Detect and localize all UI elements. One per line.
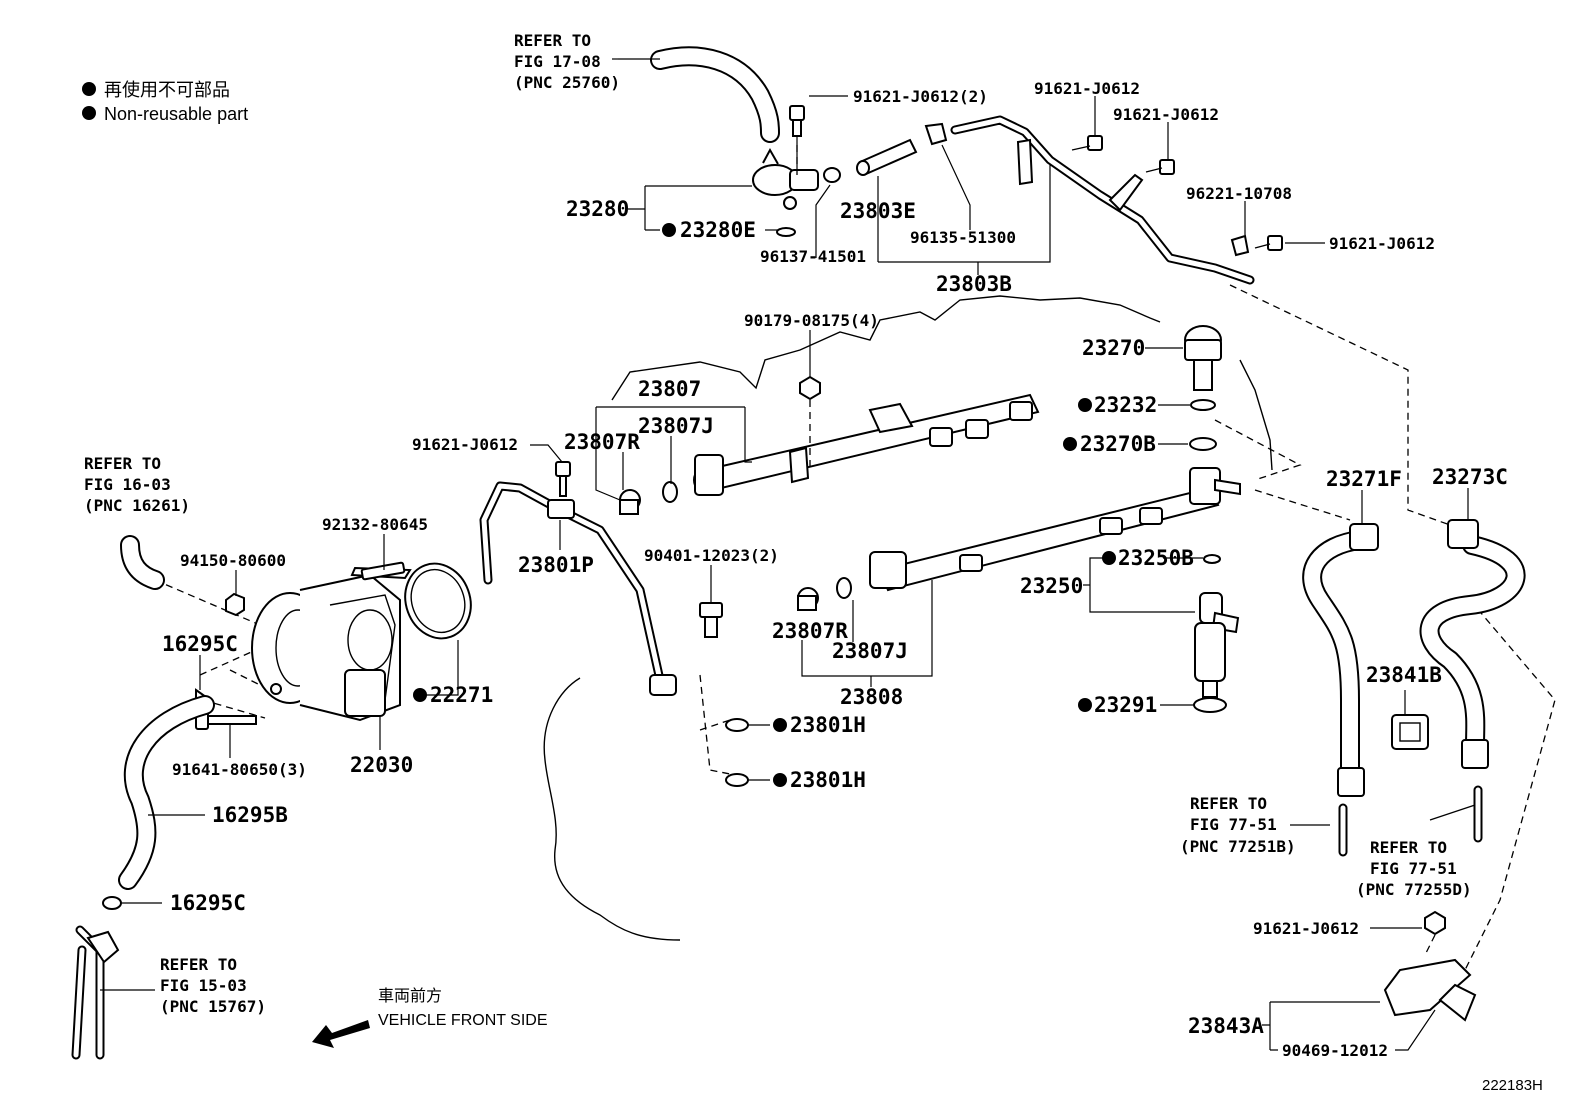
label-23808: 23808 — [840, 685, 903, 709]
engine-outline — [543, 295, 1273, 941]
ref-fig1603: REFER TO FIG 16-03 (PNC 16261) — [84, 454, 190, 515]
label-23271F: 23271F — [1326, 467, 1402, 491]
bolt-90401 — [699, 602, 723, 638]
label-91621-d: 91621-J0612 — [412, 435, 518, 454]
legend-jp: 再使用不可部品 — [104, 80, 230, 100]
label-23273C: 23273C — [1432, 465, 1508, 489]
legend: 再使用不可部品 Non-reusable part — [82, 80, 248, 124]
label-23801P: 23801P — [518, 553, 594, 577]
ref-fig7751d: REFER TO FIG 77-51 (PNC 77255D) — [1356, 838, 1472, 899]
label-23270B: 23270B — [1080, 432, 1156, 456]
label-23280E: 23280E — [680, 218, 756, 242]
label-90401: 90401-12023(2) — [644, 546, 779, 565]
label-16295C-top: 16295C — [162, 632, 238, 656]
front-side-jp: 車両前方 — [378, 987, 442, 1005]
hose-16295B — [118, 535, 215, 890]
front-side-note: 車両前方 VEHICLE FRONT SIDE — [378, 987, 548, 1029]
label-23841B: 23841B — [1366, 663, 1442, 687]
label-23250B: 23250B — [1118, 546, 1194, 570]
label-91621-a: 91621-J0612 — [1034, 79, 1140, 98]
label-23803B: 23803B — [936, 272, 1012, 296]
bolts-top-right — [1071, 135, 1283, 251]
label-23807R-bot: 23807R — [772, 619, 848, 643]
label-96137: 96137-41501 — [760, 247, 866, 266]
pulsation-damper-23280 — [752, 105, 841, 237]
non-reusable-dot-icon — [1078, 698, 1092, 712]
gaskets-23801H — [725, 718, 749, 787]
label-23807R-top: 23807R — [564, 430, 640, 454]
part-labels: 23280 23280E 96137-41501 91621-J0612(2) … — [162, 79, 1508, 1060]
label-23250: 23250 — [1020, 574, 1083, 598]
label-23807: 23807 — [638, 377, 701, 401]
non-reusable-dot-icon — [1102, 551, 1116, 565]
bracket-23843A — [1383, 910, 1477, 1022]
hose-fig1708 — [618, 46, 780, 143]
non-reusable-dot-icon — [1078, 398, 1092, 412]
front-side-en: VEHICLE FRONT SIDE — [378, 1012, 548, 1029]
label-96135: 96135-51300 — [910, 228, 1016, 247]
non-reusable-dot-icon — [1063, 437, 1077, 451]
label-23291: 23291 — [1094, 693, 1157, 717]
front-arrow-icon — [312, 1020, 370, 1048]
label-23801H-a: 23801H — [790, 713, 866, 737]
clamp-icon — [924, 122, 948, 146]
label-23803E: 23803E — [840, 199, 916, 223]
figure-id: 222183H — [1482, 1077, 1543, 1094]
throttle-body-22030 — [251, 566, 412, 722]
non-reusable-dot-icon — [413, 688, 427, 702]
label-90469: 90469-12012 — [1282, 1041, 1388, 1060]
label-23843A: 23843A — [1188, 1014, 1264, 1038]
delivery-pipe-23807 — [619, 393, 1040, 515]
label-23801H-b: 23801H — [790, 768, 866, 792]
reference-labels: REFER TO FIG 17-08 (PNC 25760) REFER TO … — [84, 31, 1472, 1016]
clip-23841B — [1391, 714, 1429, 750]
non-reusable-dot-icon — [773, 718, 787, 732]
label-22271: 22271 — [430, 683, 493, 707]
label-96221: 96221-10708 — [1186, 184, 1292, 203]
fuel-pipe-23803B — [950, 115, 1255, 285]
ref-fig1503: REFER TO FIG 15-03 (PNC 15767) — [160, 955, 266, 1016]
label-94150: 94150-80600 — [180, 551, 286, 570]
label-91621-2: 91621-J0612(2) — [853, 87, 988, 106]
label-23232: 23232 — [1094, 393, 1157, 417]
label-91621-e: 91621-J0612 — [1253, 919, 1359, 938]
label-90179: 90179-08175(4) — [744, 311, 879, 330]
pressure-regulator-23270 — [1184, 325, 1222, 451]
ref-fig1708: REFER TO FIG 17-08 (PNC 25760) — [514, 31, 620, 92]
bolt-icon — [789, 105, 805, 121]
ref-fig7751b: REFER TO FIG 77-51 (PNC 77251B) — [1180, 794, 1296, 856]
legend-en: Non-reusable part — [104, 104, 248, 124]
label-16295B: 16295B — [212, 803, 288, 827]
non-reusable-dot-icon — [773, 773, 787, 787]
non-reusable-dot-icon — [82, 106, 96, 120]
label-22030: 22030 — [350, 753, 413, 777]
label-91621-b: 91621-J0612 — [1113, 105, 1219, 124]
lower-left-pipe — [71, 896, 122, 1060]
fuel-hose-23271F — [1302, 523, 1379, 857]
gasket-22271 — [404, 562, 472, 640]
hose-23803E — [856, 122, 948, 176]
label-91641: 91641-80650(3) — [172, 760, 307, 779]
label-16295C-bot: 16295C — [170, 891, 246, 915]
label-23280: 23280 — [566, 197, 629, 221]
fuel-injector-23250 — [1193, 554, 1240, 713]
fuel-pipe-23801P — [479, 461, 677, 696]
non-reusable-dot-icon — [662, 223, 676, 237]
fuel-hose-23273C — [1419, 519, 1526, 843]
label-92132: 92132-80645 — [322, 515, 428, 534]
leader-lines — [100, 58, 1476, 1051]
label-23270: 23270 — [1082, 336, 1145, 360]
label-91621-c: 91621-J0612 — [1329, 234, 1435, 253]
delivery-pipe-23808 — [797, 467, 1241, 611]
label-23807J-bot: 23807J — [832, 639, 908, 663]
label-23807J-top: 23807J — [638, 414, 714, 438]
non-reusable-dot-icon — [82, 82, 96, 96]
